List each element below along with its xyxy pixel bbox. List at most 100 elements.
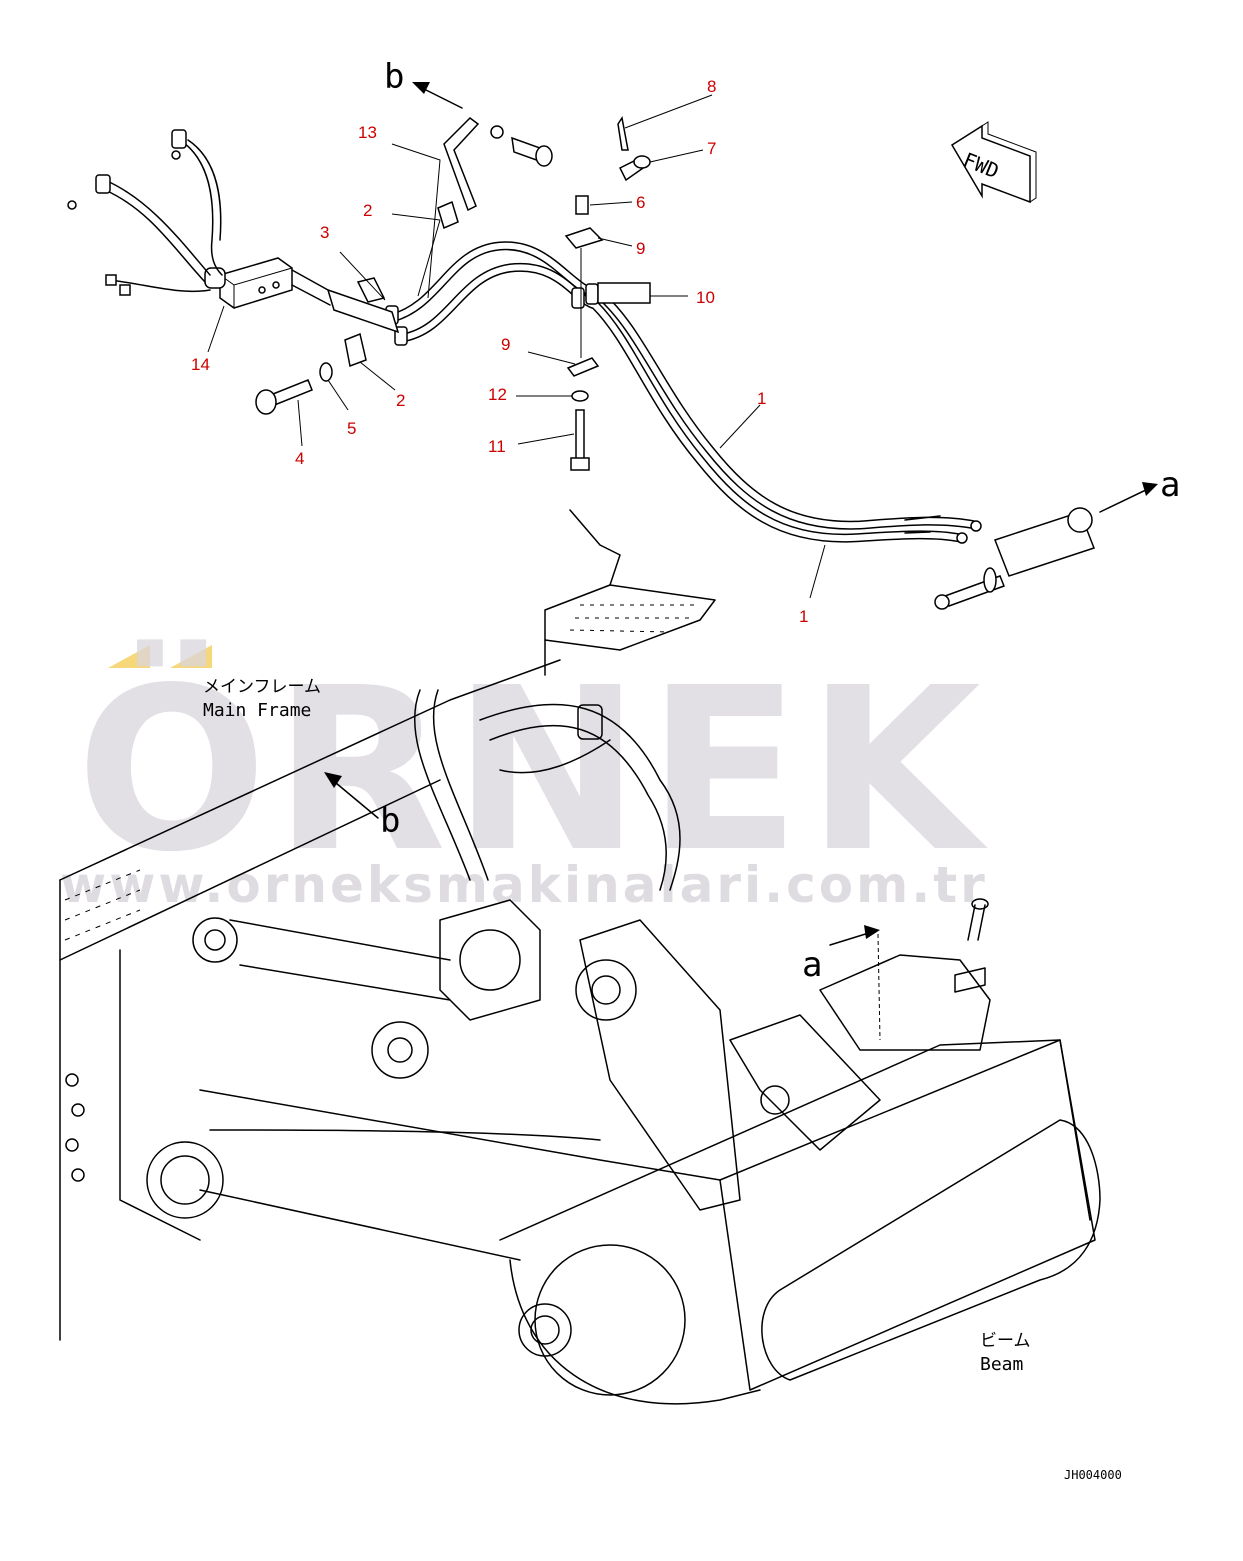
view-label-a-beam: a bbox=[802, 945, 822, 985]
step-support bbox=[544, 509, 621, 676]
label-7: 7 bbox=[707, 139, 716, 158]
clamp-9-bottom bbox=[566, 357, 600, 377]
lower-frame-2 bbox=[209, 1129, 601, 1141]
hose-upper bbox=[387, 241, 980, 530]
main-frame-label-en: Main Frame bbox=[203, 700, 311, 721]
loose-pin bbox=[967, 904, 986, 941]
cotter-pin bbox=[617, 116, 629, 151]
part-labels: 1 1 2 2 3 4 5 6 7 8 9 9 10 11 12 13 14 bbox=[191, 77, 808, 626]
beam-top bbox=[499, 1039, 1091, 1241]
valve-port-1 bbox=[258, 286, 266, 294]
beam-label-jp: ビーム bbox=[980, 1331, 1031, 1351]
cross-tube bbox=[229, 919, 451, 1001]
beam-pivot-outer bbox=[534, 1244, 686, 1396]
valve-port-2 bbox=[272, 281, 280, 289]
hose-clamp-b bbox=[585, 283, 599, 305]
label-3: 3 bbox=[320, 223, 329, 242]
nut-6 bbox=[575, 195, 589, 215]
pivot-upper-inner bbox=[204, 929, 226, 951]
beam-mount-hole bbox=[760, 1085, 790, 1115]
fwd-arrow: FWD bbox=[950, 121, 1037, 204]
pivot-upper bbox=[192, 917, 238, 963]
pin-7-head bbox=[633, 155, 651, 169]
watermark-accent-right bbox=[170, 645, 212, 668]
component-labels: メインフレーム Main Frame ビーム Beam JH004000 bbox=[203, 677, 1122, 1482]
machine-hose-5 bbox=[499, 739, 611, 774]
beam-pivot-inner bbox=[518, 1303, 572, 1357]
bolt-11-head bbox=[570, 457, 590, 471]
elbow-fitting-2 bbox=[95, 174, 111, 194]
label-2a: 2 bbox=[363, 201, 372, 220]
watermark-url: www.orneksmakinalari.com.tr bbox=[60, 856, 988, 914]
fitting-cap-1 bbox=[171, 150, 181, 160]
hose-upper-inner bbox=[389, 242, 978, 529]
beam-label-en: Beam bbox=[980, 1354, 1023, 1375]
clip-lower bbox=[344, 332, 367, 368]
beam-bottom bbox=[509, 1259, 761, 1405]
cylinder-rod-end bbox=[934, 594, 950, 610]
leader-lines bbox=[207, 94, 826, 599]
clip-upper bbox=[437, 200, 459, 230]
label-14: 14 bbox=[191, 355, 210, 374]
label-4: 4 bbox=[295, 449, 304, 468]
main-frame-top bbox=[59, 659, 561, 881]
watermark-brand: ÖRNEK bbox=[76, 639, 989, 902]
link-pivot-inner bbox=[591, 975, 621, 1005]
view-arrows bbox=[324, 82, 1158, 1041]
washer-12 bbox=[571, 390, 589, 402]
view-label-a-top: a bbox=[1160, 465, 1180, 505]
hose-left-2b bbox=[104, 189, 206, 283]
hose-left-1b bbox=[187, 139, 222, 241]
clamp-9-top bbox=[564, 227, 604, 249]
fitting-nut-2 bbox=[956, 532, 968, 544]
pin-plate bbox=[954, 967, 986, 993]
hose-assembly bbox=[67, 116, 1095, 610]
hose-fitting-right bbox=[904, 515, 941, 534]
left-pivot-inner bbox=[160, 1155, 210, 1205]
washer-top bbox=[490, 125, 504, 139]
arrow-b-frame-head bbox=[324, 772, 342, 788]
view-label-b-frame: b bbox=[380, 801, 400, 841]
fwd-arrow-depth bbox=[981, 121, 1037, 203]
label-5: 5 bbox=[347, 419, 356, 438]
arrow-b-top-head bbox=[412, 82, 430, 94]
watermark: ÖRNEK www.orneksmakinalari.com.tr bbox=[60, 639, 989, 914]
arrow-b-frame bbox=[329, 777, 379, 819]
left-pivot-outer bbox=[146, 1141, 224, 1219]
arrow-a-beam-head bbox=[864, 925, 880, 939]
arrow-a-top-head bbox=[1142, 482, 1158, 496]
cylinder-collar bbox=[983, 567, 997, 593]
beam-front bbox=[719, 1039, 1096, 1391]
bolt-left-2 bbox=[71, 1103, 85, 1117]
machine-clamp bbox=[577, 704, 603, 740]
view-label-b-top: b bbox=[384, 57, 404, 97]
label-1a: 1 bbox=[757, 389, 766, 408]
step-holes bbox=[569, 604, 700, 633]
hose-sleeve bbox=[326, 288, 400, 334]
main-frame-side bbox=[59, 779, 441, 961]
center-bolt-ring bbox=[459, 929, 521, 991]
hose-left-1 bbox=[179, 139, 223, 276]
label-12: 12 bbox=[488, 385, 507, 404]
bolt-top-head bbox=[535, 145, 553, 167]
label-13: 13 bbox=[358, 123, 377, 142]
mid-pivot-inner bbox=[387, 1037, 413, 1063]
hose-clamp-a bbox=[571, 287, 585, 309]
arrow-a-beam-dash bbox=[877, 933, 881, 1041]
label-8: 8 bbox=[707, 77, 716, 96]
hose-left-2 bbox=[104, 179, 211, 276]
fitting-cap-2 bbox=[67, 200, 77, 210]
link-pivot bbox=[575, 959, 637, 1021]
main-frame-body bbox=[119, 949, 201, 1241]
label-9b: 9 bbox=[501, 335, 510, 354]
machine-frame bbox=[59, 509, 1101, 1405]
connector-1 bbox=[105, 274, 117, 286]
bolt-left-1 bbox=[65, 1073, 79, 1087]
main-frame-grid bbox=[64, 869, 141, 941]
watermark-accent-left bbox=[108, 645, 150, 668]
cylinder-body bbox=[994, 511, 1095, 577]
mid-pivot bbox=[371, 1021, 429, 1079]
machine-hose-2 bbox=[432, 689, 489, 881]
hose-protector bbox=[597, 282, 651, 304]
fwd-arrow-shape bbox=[950, 124, 1031, 204]
